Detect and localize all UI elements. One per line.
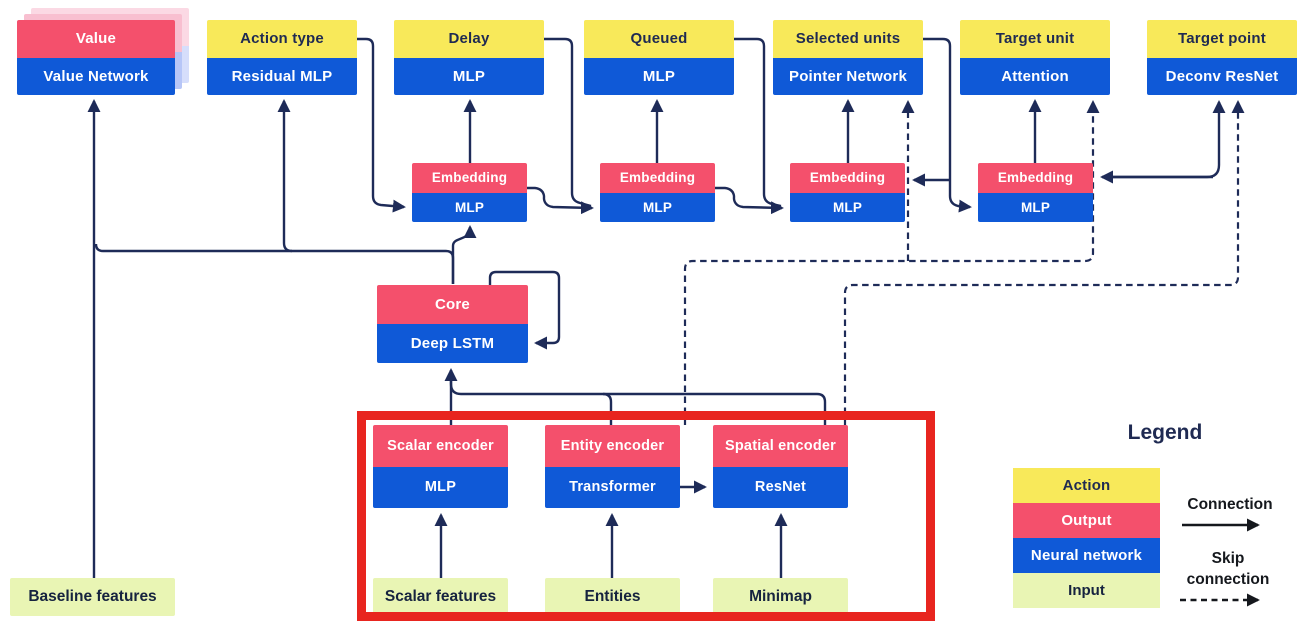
embedding-4-mlp: MLP [978, 192, 1093, 222]
embedding-3-mlp: MLP [790, 192, 905, 222]
core-deep-lstm: Deep LSTM [377, 324, 528, 363]
embedding-3: Embedding MLP [790, 163, 905, 222]
head-action-type: Action type Residual MLP [207, 20, 357, 95]
head-delay-network: MLP [394, 57, 544, 95]
head-selected-units-action: Selected units [773, 20, 923, 58]
head-selected-units: Selected units Pointer Network [773, 20, 923, 95]
input-entities: Entities [545, 578, 680, 616]
head-target-point: Target point Deconv ResNet [1147, 20, 1297, 95]
input-minimap: Minimap [713, 578, 848, 616]
core-label: Core [377, 285, 528, 324]
head-value-network: Value Network [17, 57, 175, 95]
input-scalar-features: Scalar features [373, 578, 508, 616]
head-queued: Queued MLP [584, 20, 734, 95]
embedding-4-label: Embedding [978, 163, 1093, 193]
head-queued-network: MLP [584, 57, 734, 95]
head-delay: Delay MLP [394, 20, 544, 95]
head-target-point-action: Target point [1147, 20, 1297, 58]
embedding-1-mlp: MLP [412, 192, 527, 222]
legend-swatch-input: Input [1013, 573, 1160, 608]
legend-swatch-action: Action [1013, 468, 1160, 503]
encoder-spatial-label: Spatial encoder [713, 425, 848, 467]
embedding-3-label: Embedding [790, 163, 905, 193]
head-target-unit-network: Attention [960, 57, 1110, 95]
encoder-scalar-network: MLP [373, 466, 508, 508]
head-action-type-network: Residual MLP [207, 57, 357, 95]
legend-swatch-neural-network: Neural network [1013, 538, 1160, 573]
encoder-spatial: Spatial encoder ResNet [713, 425, 848, 508]
head-selected-units-network: Pointer Network [773, 57, 923, 95]
head-target-point-network: Deconv ResNet [1147, 57, 1297, 95]
head-value-output: Value [17, 20, 175, 58]
legend-skip-connection-label: Skip connection [1186, 550, 1270, 588]
encoder-spatial-network: ResNet [713, 466, 848, 508]
embedding-1: Embedding MLP [412, 163, 527, 222]
embedding-2-mlp: MLP [600, 192, 715, 222]
encoder-entity: Entity encoder Transformer [545, 425, 680, 508]
legend-connection-label: Connection [1187, 496, 1273, 513]
head-target-unit: Target unit Attention [960, 20, 1110, 95]
encoder-scalar: Scalar encoder MLP [373, 425, 508, 508]
embedding-1-label: Embedding [412, 163, 527, 193]
legend-title: Legend [1127, 421, 1203, 444]
encoder-scalar-label: Scalar encoder [373, 425, 508, 467]
embedding-2: Embedding MLP [600, 163, 715, 222]
head-delay-action: Delay [394, 20, 544, 58]
head-action-type-action: Action type [207, 20, 357, 58]
head-queued-action: Queued [584, 20, 734, 58]
embedding-2-label: Embedding [600, 163, 715, 193]
encoder-entity-network: Transformer [545, 466, 680, 508]
legend-swatch-output: Output [1013, 503, 1160, 538]
encoder-entity-label: Entity encoder [545, 425, 680, 467]
input-baseline-features: Baseline features [10, 578, 175, 616]
head-target-unit-action: Target unit [960, 20, 1110, 58]
core: Core Deep LSTM [377, 285, 528, 363]
head-value: Value Value Network [17, 20, 175, 95]
embedding-4: Embedding MLP [978, 163, 1093, 222]
